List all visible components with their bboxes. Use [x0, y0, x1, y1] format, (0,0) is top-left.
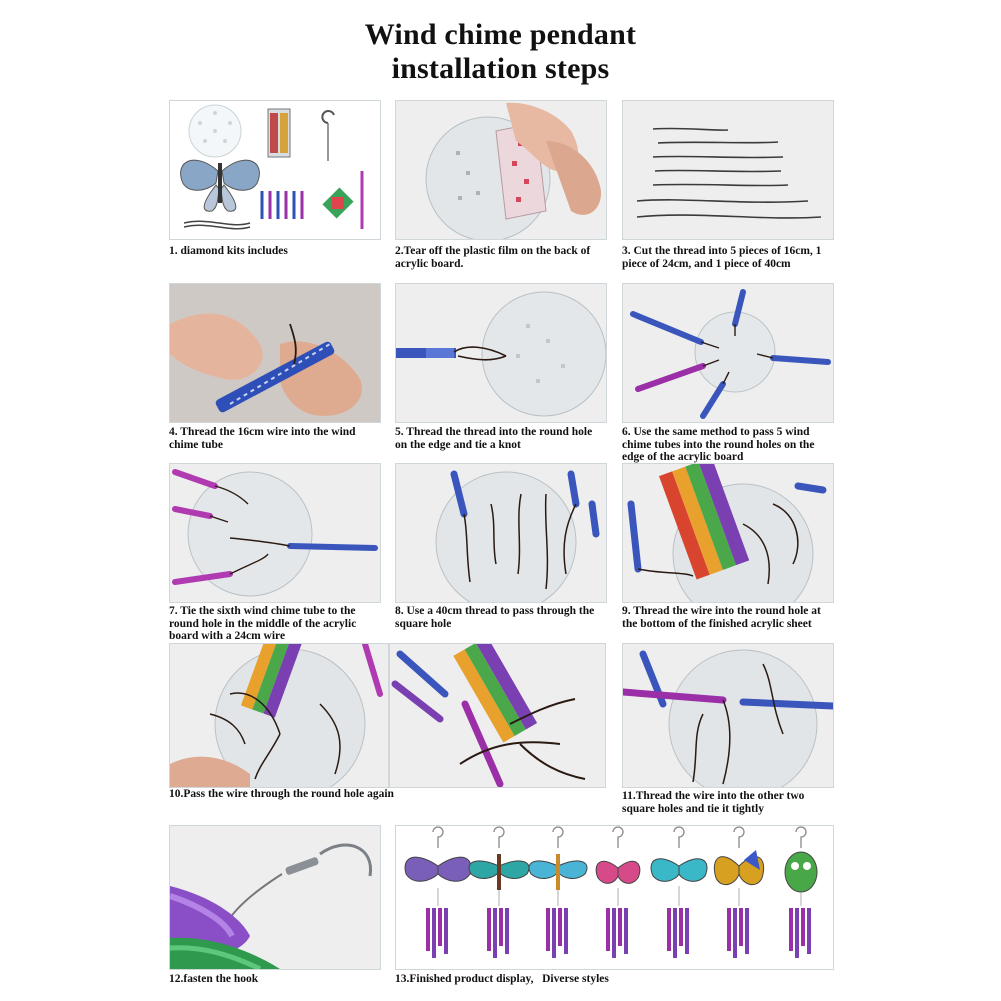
- step-13-photo: [395, 825, 834, 970]
- step-12-photo: [169, 825, 381, 970]
- step-4-photo: [169, 283, 381, 423]
- step-13-caption: 13.Finished product display, Diverse sty…: [395, 973, 609, 985]
- step-1-photo: [169, 100, 381, 240]
- step-11-caption: 11.Thread the wire into the other two sq…: [622, 790, 805, 815]
- step-7-caption: 7. Tie the sixth wind chime tube to the …: [169, 605, 357, 642]
- step-2-photo: [395, 100, 607, 240]
- step-7-photo: [169, 463, 381, 603]
- step-3-caption: 3. Cut the thread into 5 pieces of 16cm,…: [622, 245, 822, 270]
- step-5-photo: [395, 283, 607, 423]
- page-title: Wind chime pendant installation steps: [0, 18, 1001, 86]
- step-3-photo: [622, 100, 834, 240]
- step-8-caption: 8. Use a 40cm thread to pass through the…: [395, 605, 595, 630]
- step-10-photo-a: [169, 643, 389, 788]
- step-2-caption: 2.Tear off the plastic film on the back …: [395, 245, 591, 270]
- title-line-2: installation steps: [391, 52, 610, 85]
- step-9-photo: [622, 463, 834, 603]
- step-12-caption: 12.fasten the hook: [169, 973, 259, 985]
- step-6-photo: [622, 283, 834, 423]
- step-6-caption: 6. Use the same method to pass 5 wind ch…: [622, 426, 815, 463]
- step-9-caption: 9. Thread the wire into the round hole a…: [622, 605, 821, 630]
- step-1-caption: 1. diamond kits includes: [169, 245, 288, 257]
- step-8-photo: [395, 463, 607, 603]
- step-10-photo-b: [389, 643, 606, 788]
- step-11-photo: [622, 643, 834, 788]
- title-line-1: Wind chime pendant: [364, 18, 637, 51]
- step-4-caption: 4. Thread the 16cm wire into the wind ch…: [169, 426, 356, 451]
- step-5-caption: 5. Thread the thread into the round hole…: [395, 426, 593, 451]
- step-10-caption: 10.Pass the wire through the round hole …: [169, 788, 394, 800]
